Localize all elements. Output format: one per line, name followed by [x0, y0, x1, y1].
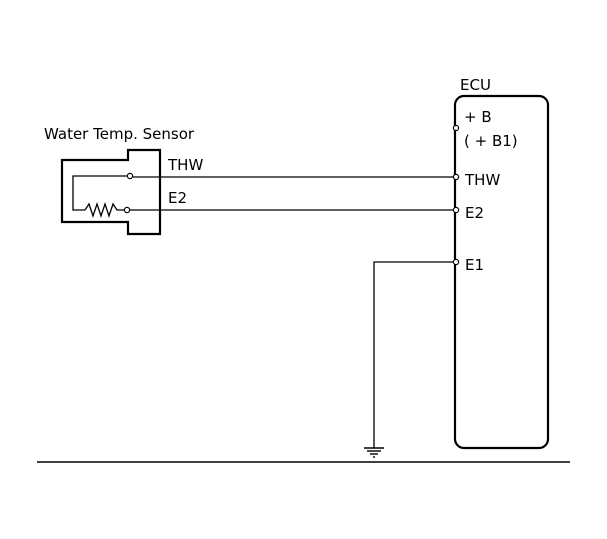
thermistor-resistor-icon: [84, 201, 124, 219]
ground-icon: [364, 447, 384, 458]
ecu-e2-terminal-icon: [452, 206, 460, 214]
ecu-b1-label: ( + B1): [464, 132, 518, 150]
ecu-e1-label: E1: [465, 256, 484, 274]
ecu-thw-label: THW: [464, 171, 500, 189]
ecu-b-label: + B: [464, 108, 492, 126]
e1-ground-wire: [373, 261, 455, 448]
ecu-thw-terminal-icon: [452, 173, 460, 181]
ecu-e1-terminal-icon: [452, 258, 460, 266]
sensor-thw-label: THW: [167, 156, 203, 174]
ecu-box: [453, 94, 550, 450]
ecu-b-terminal-icon: [452, 124, 460, 132]
sensor-body: [60, 148, 162, 236]
sensor-e2-terminal-icon: [123, 206, 131, 214]
sensor-thw-terminal-icon: [126, 172, 134, 180]
sensor-title: Water Temp. Sensor: [44, 125, 195, 143]
ecu-title: ECU: [460, 76, 491, 94]
sensor-e2-label: E2: [168, 189, 187, 207]
sensor-internal-loop: [72, 175, 130, 211]
ecu-e2-label: E2: [465, 204, 484, 222]
